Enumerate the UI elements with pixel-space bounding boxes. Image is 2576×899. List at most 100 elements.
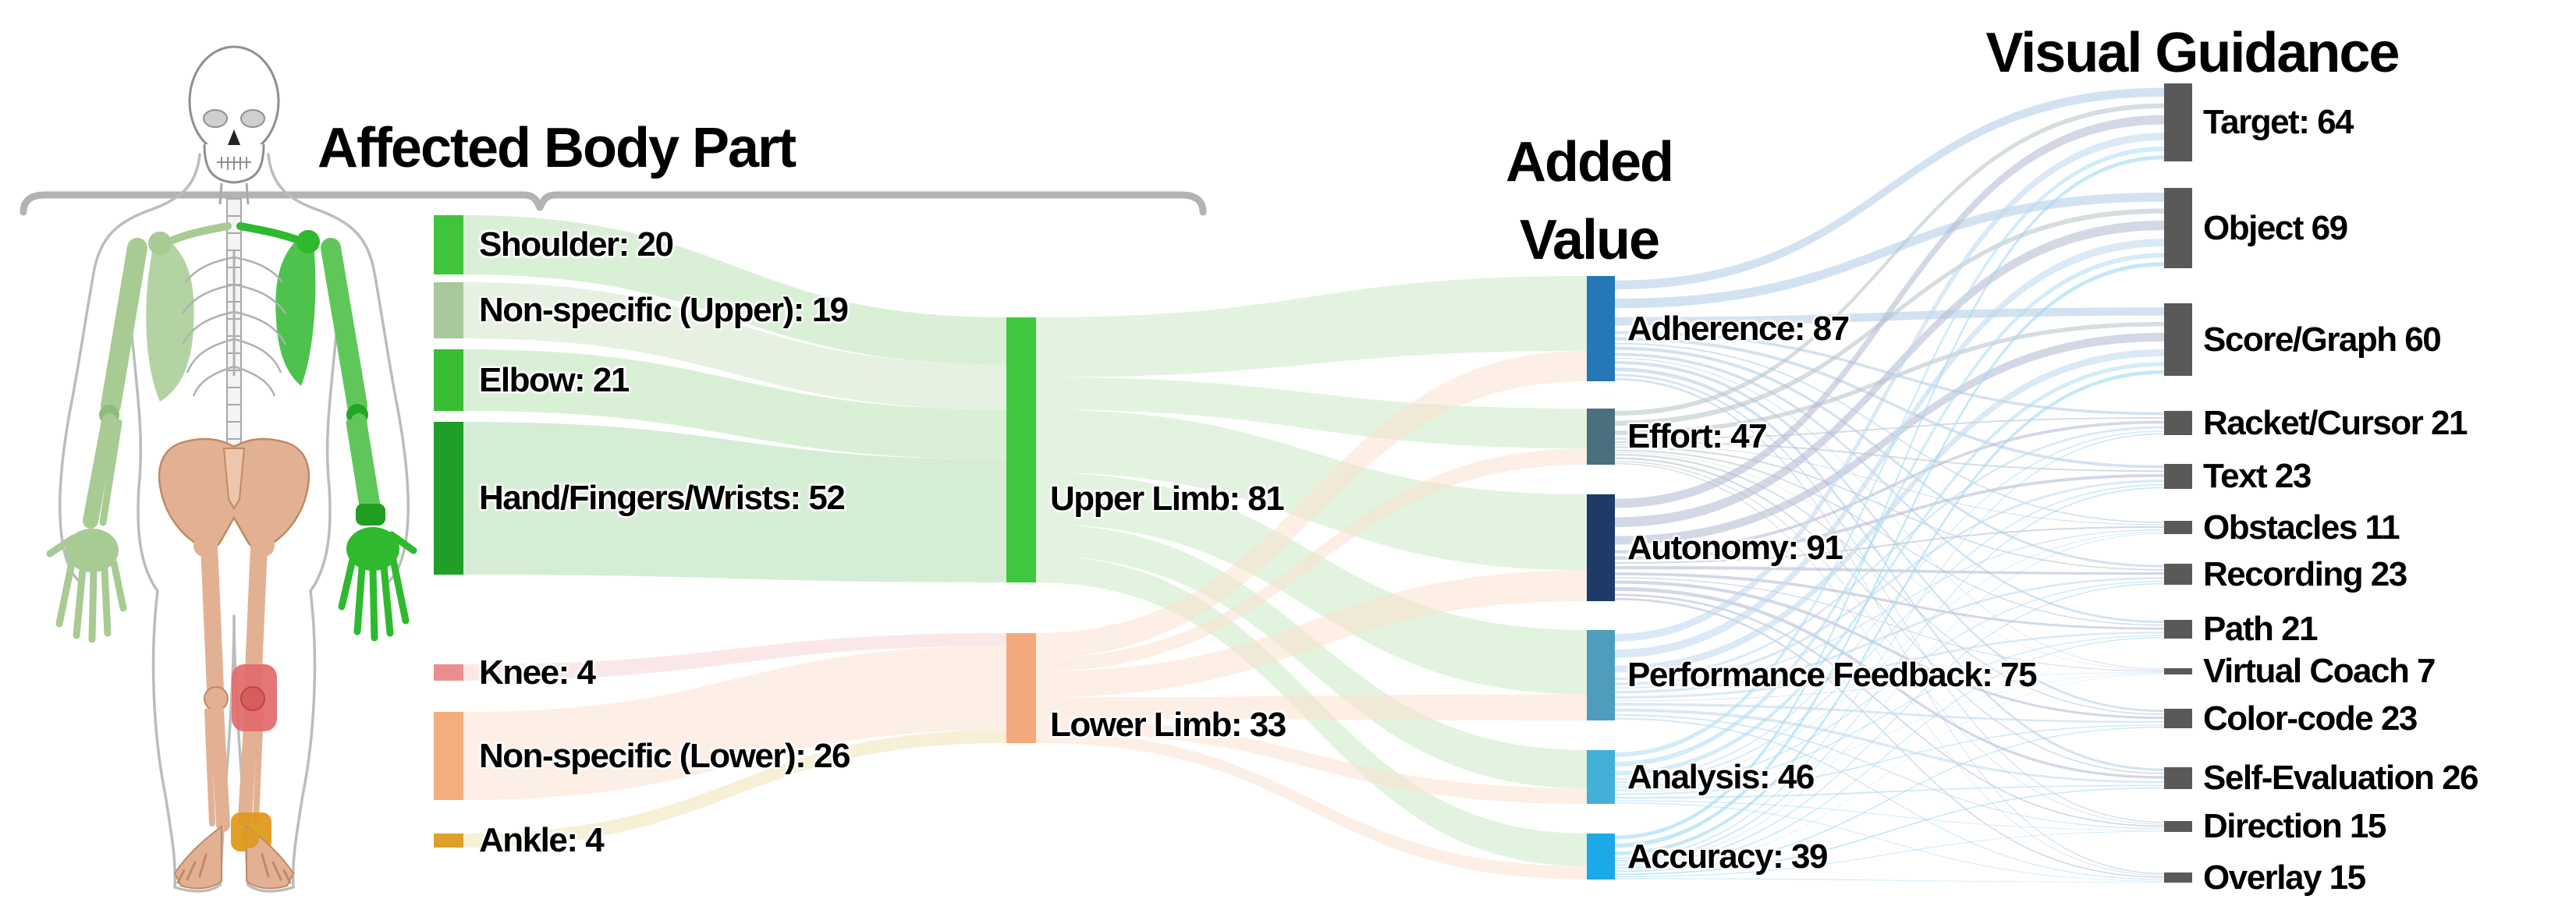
node-ankle <box>434 834 463 848</box>
node-overlay <box>2164 872 2192 883</box>
flow-autonomy-color_code <box>1615 580 2164 720</box>
flow-accuracy-overlay <box>1615 878 2164 883</box>
flow-accuracy-recording <box>1615 582 2164 866</box>
flow-accuracy-text <box>1615 487 2164 862</box>
flow-upper_limb-perf_fb <box>1036 472 1587 695</box>
node-label-score_graph: Score/Graph 60 <box>2203 320 2442 359</box>
node-self_eval <box>2164 767 2192 789</box>
node-label-direction: Direction 15 <box>2203 807 2386 845</box>
column-title-affected-body-part: Affected Body Part <box>317 117 797 179</box>
flow-accuracy-virtual_coach <box>1615 674 2164 870</box>
node-label-lower_limb: Lower Limb: 33 <box>1050 706 1286 744</box>
node-racket_cursor <box>2164 411 2192 435</box>
flow-upper_limb-effort <box>1036 377 1587 449</box>
flow-adherence-color_code <box>1615 360 2164 713</box>
node-upper_limb <box>1006 317 1036 582</box>
node-virtual_coach <box>2164 668 2192 674</box>
node-ns_upper <box>434 282 463 338</box>
node-label-recording: Recording 23 <box>2203 554 2407 593</box>
flow-autonomy-overlay <box>1615 597 2164 878</box>
flow-perf_fb-obstacles <box>1615 529 2164 689</box>
node-label-ns_lower: Non-specific (Lower): 26 <box>479 736 850 775</box>
flow-adherence-text <box>1615 337 2164 469</box>
node-recording <box>2164 564 2192 585</box>
flow-accuracy-target <box>1615 155 2164 840</box>
flow-shoulder-upper_limb <box>463 215 1006 365</box>
flow-ns_lower-lower_limb <box>463 646 1006 800</box>
flow-accuracy-object <box>1615 262 2164 848</box>
flow-analysis-recording <box>1615 580 2164 788</box>
flow-effort-target <box>1615 103 2164 416</box>
node-label-adherence: Adherence: 87 <box>1627 309 1850 348</box>
node-ns_lower <box>434 712 463 800</box>
flow-analysis-self_eval <box>1615 784 2164 799</box>
node-shoulder <box>434 215 463 274</box>
flow-perf_fb-direction <box>1615 713 2164 830</box>
flow-hand-upper_limb <box>463 422 1006 582</box>
flow-analysis-color_code <box>1615 724 2164 795</box>
flow-adherence-target <box>1615 87 2164 290</box>
flow-autonomy-path <box>1615 572 2164 630</box>
node-score_graph <box>2164 303 2192 376</box>
flow-effort-object <box>1615 208 2164 426</box>
node-label-accuracy: Accuracy: 39 <box>1627 837 1828 876</box>
flow-analysis-score_graph <box>1615 362 2164 776</box>
node-analysis <box>1587 750 1615 804</box>
flow-analysis-racket_cursor <box>1615 430 2164 780</box>
flow-accuracy-color_code <box>1615 727 2164 872</box>
node-label-ankle: Ankle: 4 <box>479 821 605 859</box>
node-direction <box>2164 821 2192 832</box>
flow-analysis-text <box>1615 483 2164 784</box>
flow-autonomy-score_graph <box>1615 332 2164 545</box>
node-elbow <box>434 349 463 411</box>
brace-line <box>20 191 1207 216</box>
node-label-path: Path 21 <box>2203 610 2319 648</box>
flow-effort-racket_cursor <box>1615 416 2164 440</box>
flow-adherence-obstacles <box>1615 342 2164 523</box>
node-hand <box>434 422 463 575</box>
node-label-knee: Knee: 4 <box>479 653 596 692</box>
flow-upper_limb-autonomy <box>1036 409 1587 571</box>
flow-upper_limb-analysis <box>1036 523 1587 789</box>
node-label-object: Object 69 <box>2203 208 2348 247</box>
flow-accuracy-racket_cursor <box>1615 433 2164 859</box>
flow-accuracy-score_graph <box>1615 370 2164 855</box>
flow-perf_fb-text <box>1615 480 2164 685</box>
node-perf_fb <box>1587 630 1615 720</box>
node-label-overlay: Overlay 15 <box>2203 858 2366 897</box>
flow-analysis-direction <box>1615 800 2164 831</box>
flow-ns_upper-upper_limb <box>463 282 1006 410</box>
flow-adherence-overlay <box>1615 377 2164 875</box>
flow-lower_limb-accuracy <box>1036 731 1587 880</box>
right-arm-green <box>296 230 417 642</box>
flow-effort-obstacles <box>1615 444 2164 526</box>
flow-analysis-object <box>1615 253 2164 767</box>
flow-ankle-lower_limb <box>463 730 1006 848</box>
legs <box>173 535 295 890</box>
flow-lower_limb-autonomy <box>1036 570 1587 698</box>
flow-knee-lower_limb <box>463 633 1006 681</box>
flow-lower_limb-perf_fb <box>1036 694 1587 720</box>
node-object <box>2164 188 2192 268</box>
column-title-visual-guidance: Visual Guidance <box>1985 22 2400 84</box>
flow-analysis-target <box>1615 146 2164 757</box>
node-label-virtual_coach: Virtual Coach 7 <box>2203 652 2436 690</box>
flow-lower_limb-analysis <box>1036 718 1587 804</box>
flow-accuracy-path <box>1615 637 2164 869</box>
flow-accuracy-self_eval <box>1615 787 2164 876</box>
flow-effort-self_eval <box>1615 457 2164 774</box>
flow-autonomy-racket_cursor <box>1615 420 2164 554</box>
flow-adherence-object <box>1615 192 2164 309</box>
flow-lower_limb-adherence <box>1036 350 1587 658</box>
node-color_code <box>2164 709 2192 728</box>
flow-autonomy-obstacles <box>1615 526 2164 564</box>
flow-autonomy-direction <box>1615 593 2164 827</box>
skull <box>188 45 280 205</box>
node-effort <box>1587 409 1615 465</box>
node-autonomy <box>1587 494 1615 601</box>
node-label-obstacles: Obstacles 11 <box>2203 508 2400 547</box>
node-label-elbow: Elbow: 21 <box>479 360 630 399</box>
node-accuracy <box>1587 834 1615 880</box>
